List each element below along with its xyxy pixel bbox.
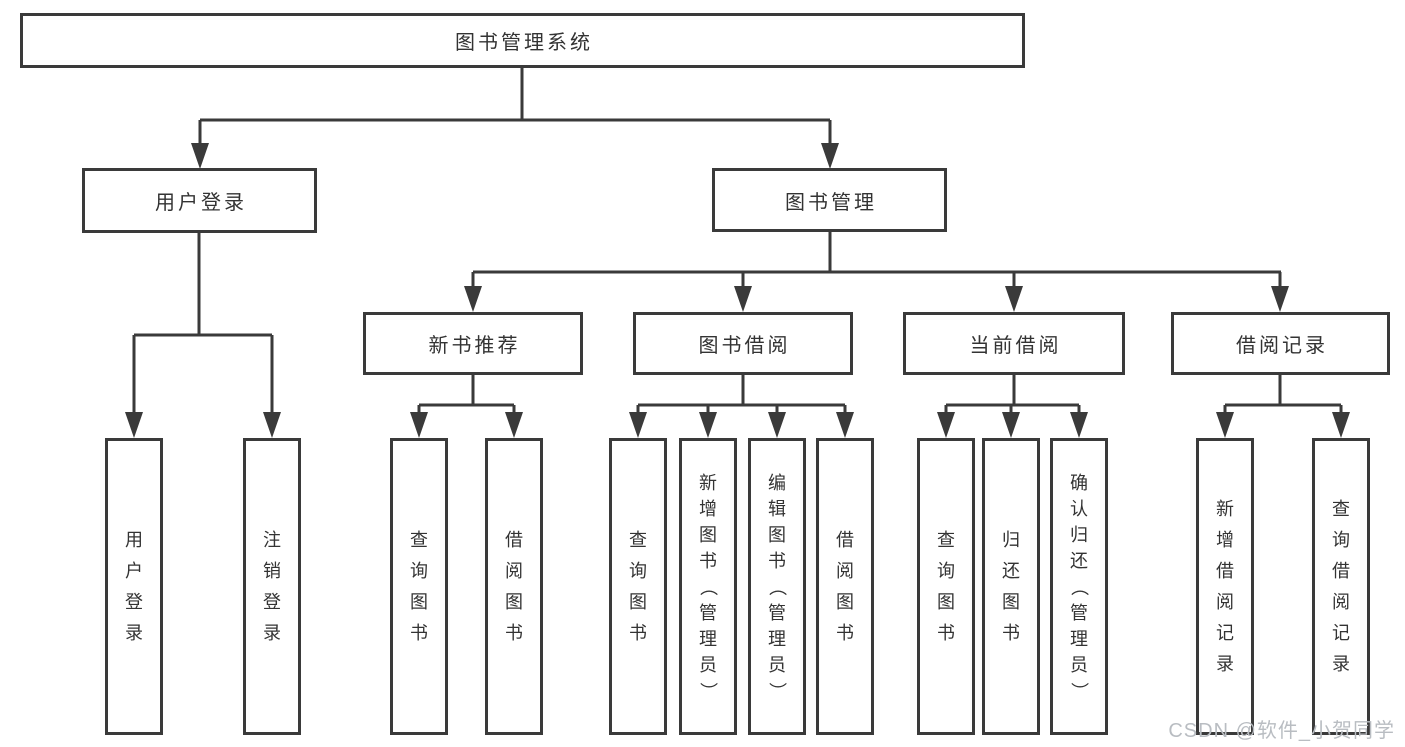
leaf-newbooks-borrow-books: 借阅图书 <box>485 438 543 735</box>
leaf-current-query-books: 查询图书 <box>917 438 975 735</box>
node-book-borrow: 图书借阅 <box>633 312 853 375</box>
leaf-borrow-edit-books-admin: 编辑图书（管理员） <box>748 438 806 735</box>
node-book-management: 图书管理 <box>712 168 947 232</box>
leaf-newbooks-query-books: 查询图书 <box>390 438 448 735</box>
node-root-system: 图书管理系统 <box>20 13 1025 68</box>
leaf-records-add-record: 新增借阅记录 <box>1196 438 1254 735</box>
leaf-borrow-add-books-admin: 新增图书（管理员） <box>679 438 737 735</box>
arrowhead-icons <box>125 143 1350 438</box>
csdn-watermark: CSDN @软件_小贺同学 <box>1168 720 1395 742</box>
leaf-current-confirm-return-admin: 确认归还（管理员） <box>1050 438 1108 735</box>
node-new-book-recommend: 新书推荐 <box>363 312 583 375</box>
leaf-borrow-borrow-books: 借阅图书 <box>816 438 874 735</box>
leaf-borrow-query-books: 查询图书 <box>609 438 667 735</box>
leaf-records-query-record: 查询借阅记录 <box>1312 438 1370 735</box>
node-user-login: 用户登录 <box>82 168 317 233</box>
leaf-logout: 注销登录 <box>243 438 301 735</box>
leaf-current-return-books: 归还图书 <box>982 438 1040 735</box>
leaf-user-login: 用户登录 <box>105 438 163 735</box>
node-current-borrow: 当前借阅 <box>903 312 1125 375</box>
connector-stems <box>132 68 1343 418</box>
node-borrow-records: 借阅记录 <box>1171 312 1390 375</box>
